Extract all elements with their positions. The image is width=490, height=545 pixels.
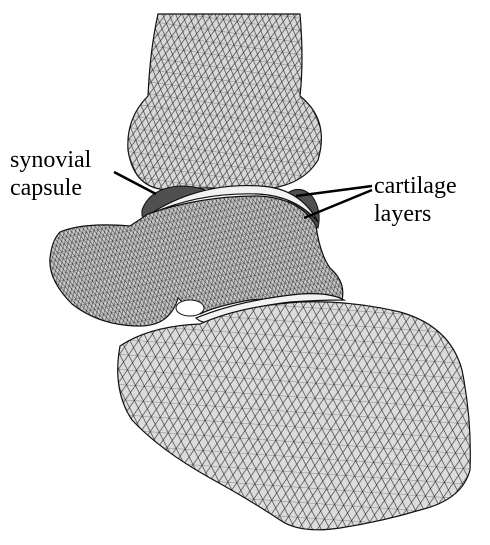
calcaneus-bone — [118, 302, 471, 530]
cartilage-layers-label-line2: layers — [374, 200, 457, 228]
cartilage-layers-label: cartilage layers — [374, 172, 457, 228]
cartilage-layers-label-line1: cartilage — [374, 172, 457, 200]
synovial-capsule-label-line1: synovial — [10, 146, 91, 174]
tibia-bone — [128, 14, 322, 190]
synovial-capsule-label: synovial capsule — [10, 146, 91, 202]
sinus-tarsi-gap — [176, 300, 204, 316]
synovial-capsule-label-line2: capsule — [10, 174, 91, 202]
